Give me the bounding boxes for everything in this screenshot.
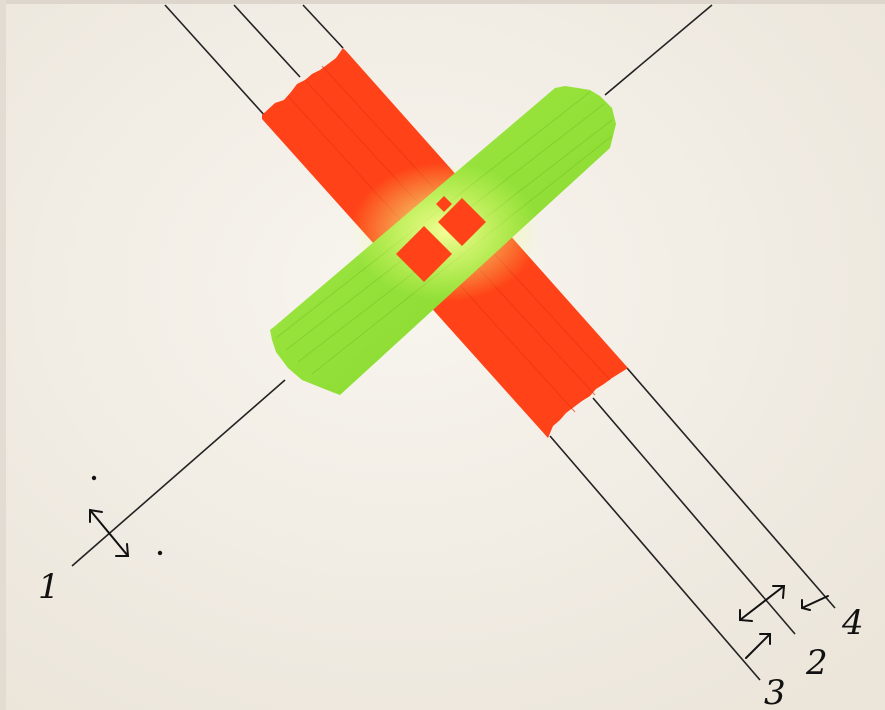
label-line-1: 1 — [38, 567, 60, 607]
paper-edge-top — [0, 0, 885, 4]
dot-mark-upper — [92, 476, 96, 480]
paper-edge-left — [0, 0, 6, 710]
label-line-2: 2 — [805, 643, 828, 683]
crossing-highlight — [350, 162, 540, 302]
dot-mark-lower — [158, 551, 162, 555]
label-line-3: 3 — [764, 673, 786, 710]
label-line-4: 4 — [841, 603, 864, 643]
